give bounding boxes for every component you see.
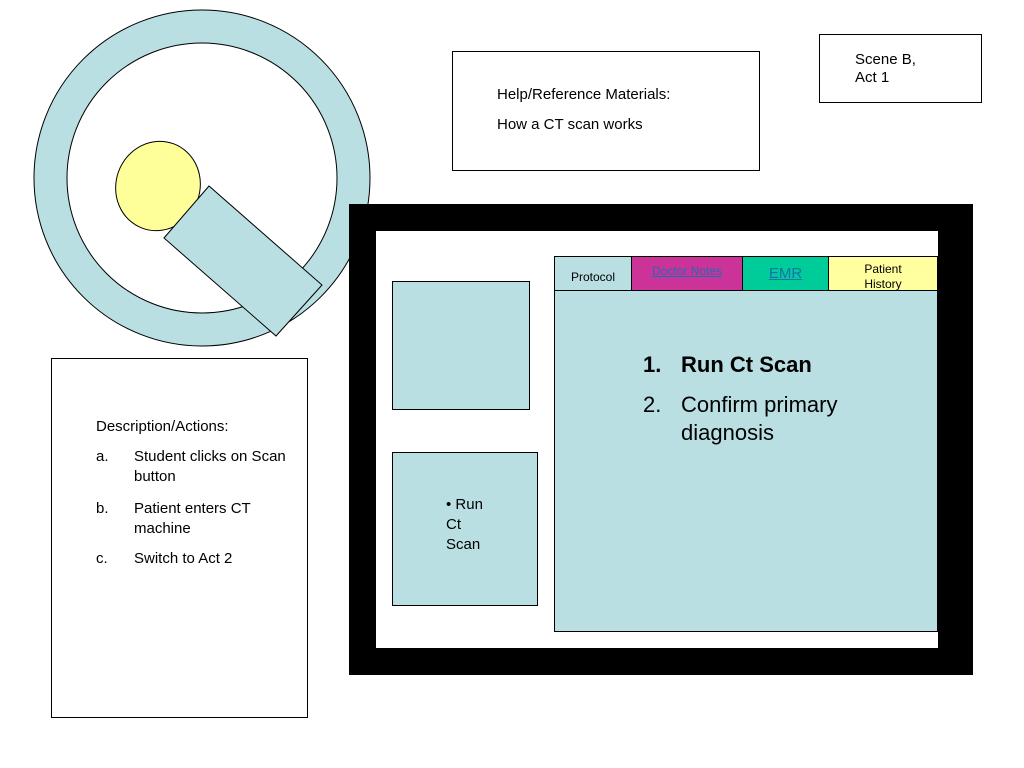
- reference-materials-box: Help/Reference Materials: How a CT scan …: [452, 51, 760, 171]
- tab-label: Patient History: [864, 262, 902, 291]
- item-text: Student clicks on Scan button: [134, 448, 286, 485]
- reference-title: Help/Reference Materials:: [497, 86, 671, 103]
- protocol-number: 1.: [643, 352, 662, 377]
- item-marker: b.: [96, 500, 109, 517]
- protocol-content: 1. Run Ct Scan 2. Confirm primary diagno…: [554, 290, 938, 632]
- scene-label-box: Scene B, Act 1: [819, 34, 982, 103]
- protocol-item: 1. Run Ct Scan: [643, 351, 921, 379]
- tab-protocol[interactable]: Protocol: [554, 256, 632, 291]
- description-title: Description/Actions:: [96, 418, 229, 435]
- tab-label: Doctor Notes: [651, 264, 723, 278]
- scan-button-label: • Run Ct Scan: [446, 496, 483, 553]
- tab-label: EMR: [768, 265, 803, 282]
- protocol-number: 2.: [643, 392, 662, 417]
- item-text: Switch to Act 2: [134, 550, 233, 567]
- image-panel: [392, 281, 530, 410]
- scene-label: Scene B, Act 1: [855, 51, 916, 86]
- description-box: Description/Actions: a. Student clicks o…: [51, 358, 308, 718]
- protocol-list: 1. Run Ct Scan 2. Confirm primary diagno…: [643, 351, 921, 459]
- tab-patient-history[interactable]: Patient History: [828, 256, 938, 291]
- tab-label: Protocol: [570, 270, 616, 284]
- protocol-item: 2. Confirm primary diagnosis: [643, 391, 921, 447]
- reference-link[interactable]: How a CT scan works: [497, 116, 643, 133]
- tab-doctor-notes[interactable]: Doctor Notes: [631, 256, 743, 291]
- run-ct-scan-button[interactable]: • Run Ct Scan: [392, 452, 538, 606]
- item-marker: c.: [96, 550, 108, 567]
- patient-table: [163, 185, 323, 337]
- item-text: Patient enters CT machine: [134, 500, 251, 537]
- item-marker: a.: [96, 448, 109, 465]
- protocol-text: Confirm primary diagnosis: [681, 392, 838, 445]
- protocol-text: Run Ct Scan: [681, 352, 812, 377]
- tab-emr[interactable]: EMR: [742, 256, 829, 291]
